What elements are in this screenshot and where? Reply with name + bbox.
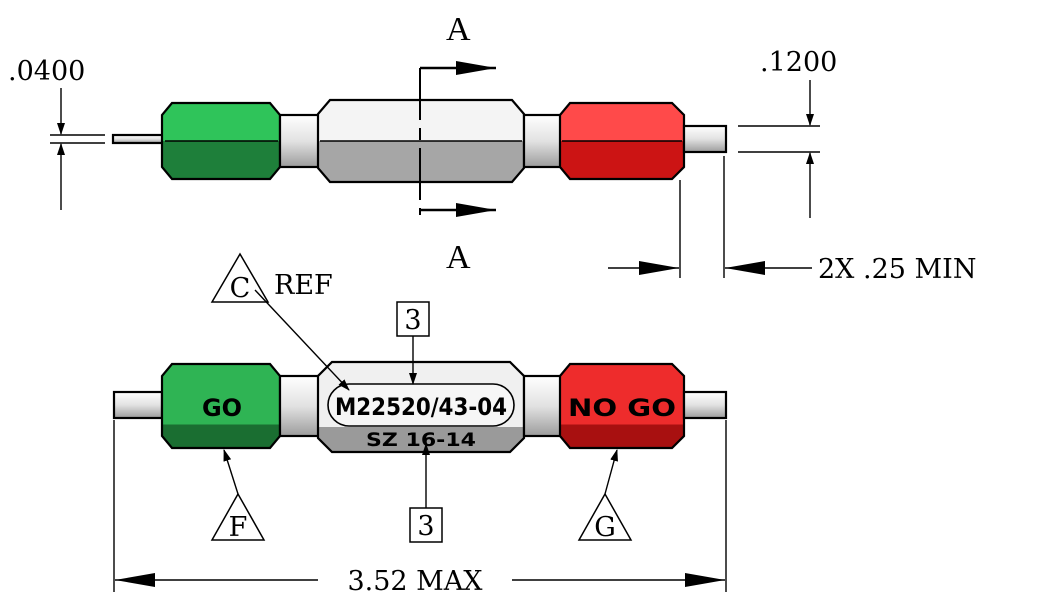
box-note-bottom: 3 xyxy=(409,443,443,543)
marking-part-number: M22520/43-04 xyxy=(335,393,507,421)
triangle-note-c: C REF xyxy=(210,252,350,391)
nogo-hex-bottom xyxy=(558,362,686,450)
right-pin-bottom xyxy=(682,390,728,420)
go-hex-bottom xyxy=(160,362,282,450)
pin-diameter-dimension: .1200 xyxy=(738,47,837,218)
wire-diameter-value: .0400 xyxy=(8,56,85,87)
top-view-gauge xyxy=(111,98,728,184)
marking-size: SZ 16-14 xyxy=(366,429,476,451)
overall-length-value: 3.52 MAX xyxy=(347,566,483,597)
right-neck-top xyxy=(522,113,564,169)
left-wire-pin xyxy=(111,133,167,145)
pin-length-value: 2X .25 MIN xyxy=(818,254,976,285)
right-pin-top xyxy=(682,124,728,154)
triangle-c-label: C xyxy=(230,273,251,304)
triangle-note-f: F xyxy=(210,449,266,543)
ref-label: REF xyxy=(274,270,333,301)
marking-go: GO xyxy=(202,394,242,422)
marking-no-go: NO GO xyxy=(568,394,676,422)
bottom-view-gauge: M22520/43-04 SZ 16-14 GO NO GO xyxy=(112,360,728,454)
part-number-plate xyxy=(327,383,515,427)
box-note-bottom-label: 3 xyxy=(417,511,434,542)
section-letter-bottom: A xyxy=(446,239,471,276)
left-neck-top xyxy=(278,113,324,169)
pin-length-dimension: 2X .25 MIN xyxy=(608,156,976,285)
left-neck-bottom xyxy=(278,374,324,438)
right-neck-bottom xyxy=(522,374,564,438)
pin-diameter-value: .1200 xyxy=(760,47,837,78)
section-letter-top: A xyxy=(446,11,471,48)
triangle-g-label: G xyxy=(594,512,616,543)
overall-length-dimension: 3.52 MAX xyxy=(113,420,727,597)
triangle-note-g: G xyxy=(577,449,633,543)
left-pin-bottom xyxy=(112,390,164,420)
box-note-top: 3 xyxy=(396,301,430,385)
triangle-f-label: F xyxy=(229,512,248,543)
section-cut-line: A A xyxy=(419,11,496,276)
box-note-top-label: 3 xyxy=(404,305,421,336)
wire-diameter-dimension: .0400 xyxy=(8,56,105,210)
